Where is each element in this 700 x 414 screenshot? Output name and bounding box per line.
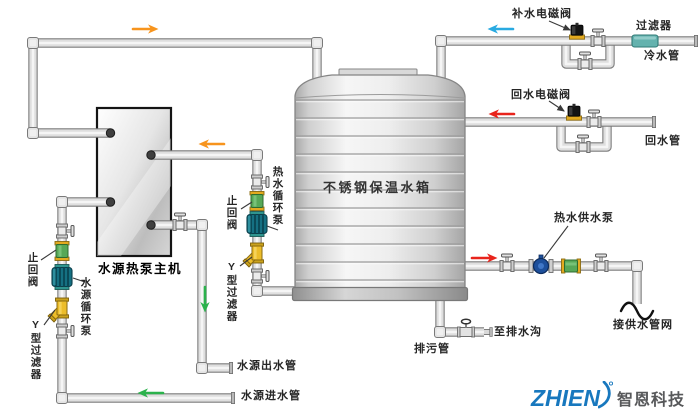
pipe-heatpump-to-tank-top <box>33 43 317 133</box>
label-y-filter-hotcirc: Y型过滤器 <box>225 261 238 323</box>
label-check-valve-hotcirc: 止回阀 <box>225 195 238 231</box>
y-filter-hotcirc <box>242 242 264 268</box>
arrow-orange-right <box>131 23 160 35</box>
label-makeup-solenoid: 补水电磁阀 <box>512 8 572 20</box>
arrow-blue-left <box>486 23 515 35</box>
label-cold-water-pipe: 冷水管 <box>644 50 680 62</box>
label-blowdown-pipe: 排污管 <box>414 343 450 355</box>
storage-tank <box>291 68 469 302</box>
gate-valve-return-main <box>586 109 602 128</box>
label-return-solenoid: 回水电磁阀 <box>511 89 571 101</box>
label-check-valve-source: 止回阀 <box>26 252 39 288</box>
y-filter-source <box>47 297 69 323</box>
logo-company-text: 智恩科技 <box>617 392 686 409</box>
tank-ribs <box>296 99 464 281</box>
label-filter: 过滤器 <box>636 20 672 32</box>
tank-bottom-rim <box>291 286 469 302</box>
gate-valve-cold-main <box>590 28 606 47</box>
gate-valve-hotcirc-bottom <box>251 268 270 284</box>
label-return-pipe: 回水管 <box>645 135 681 147</box>
drain-globe-valve <box>456 318 476 338</box>
gate-valve-source-top <box>56 223 75 239</box>
label-y-filter-source: Y型过滤器 <box>29 319 42 381</box>
gate-valve-source-bottom <box>56 323 75 339</box>
label-hot-circulation-pump: 热水循环泵 <box>271 166 284 226</box>
label-source-inlet: 水源进水管 <box>241 390 301 402</box>
hot-circulation-pump <box>246 210 268 238</box>
check-valve-supply <box>561 258 581 274</box>
hot-supply-pump <box>528 254 554 275</box>
logo: ZHIEN 智恩科技 <box>531 381 686 412</box>
arrow-orange-left <box>197 138 226 150</box>
gate-valve-cold-bypass <box>577 51 593 70</box>
makeup-solenoid-valve <box>569 22 585 40</box>
label-supply-network: 接供水管网 <box>613 319 673 331</box>
source-circulation-pump <box>51 263 73 291</box>
label-source-outlet: 水源出水管 <box>237 360 297 372</box>
gate-valve-return-bypass <box>575 134 591 153</box>
label-tank: 不锈钢保温水箱 <box>323 180 432 195</box>
arrow-red-left <box>487 108 516 120</box>
check-valve-hotcirc <box>249 191 265 211</box>
heat-pump-unit <box>95 106 173 258</box>
gate-valve-supply-1 <box>499 253 515 272</box>
label-hot-supply-pump: 热水供水泵 <box>554 212 614 224</box>
label-heat-pump-unit: 水源热泵主机 <box>98 262 183 276</box>
arrow-red-right <box>470 252 499 264</box>
gate-valve-supply-2 <box>593 253 609 272</box>
return-solenoid-valve <box>566 103 582 121</box>
check-valve-source <box>54 241 70 261</box>
gate-valve-source-out <box>172 212 188 231</box>
inline-filter <box>631 34 659 48</box>
label-drain-ditch: 至排水沟 <box>494 326 542 338</box>
unit-ports <box>105 128 156 230</box>
label-source-circulation-pump: 水源循环泵 <box>79 277 92 337</box>
pointer-lines <box>40 20 572 326</box>
gate-valve-hotcirc-top <box>251 174 270 190</box>
logo-brand-text: ZHIEN <box>531 385 600 412</box>
logo-swoosh-icon <box>598 381 614 409</box>
pipe-break-symbol <box>619 301 655 321</box>
